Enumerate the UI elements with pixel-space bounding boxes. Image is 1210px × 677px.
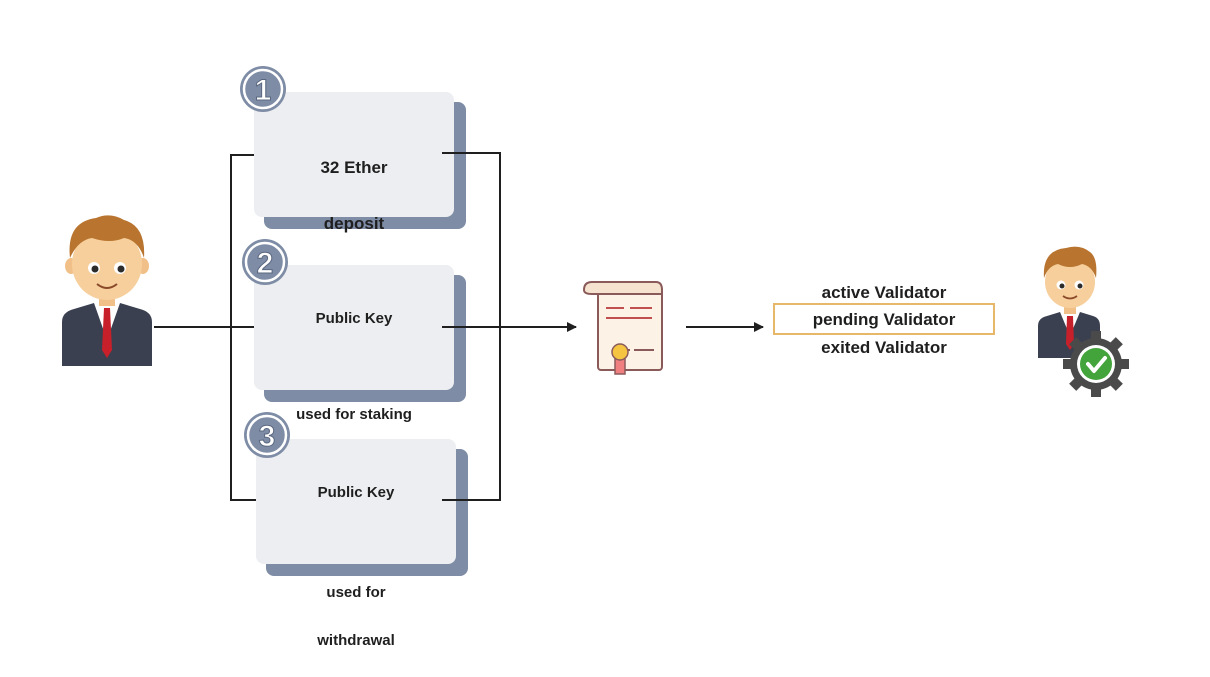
- status-exited: exited Validator: [821, 338, 947, 357]
- step-number-2: 2: [257, 247, 274, 280]
- step-badge-1: 1: [240, 66, 286, 112]
- step-2-line-2: [254, 355, 454, 379]
- step-number-1: 1: [255, 74, 272, 107]
- step-badge-2: 2: [242, 239, 288, 285]
- step-3-line-1: Public Key: [317, 484, 395, 501]
- step-2-text: Public Key used for staking: [254, 283, 454, 451]
- status-highlight: [773, 303, 995, 335]
- step-3-text: Public Key used for withdrawal: [256, 457, 456, 677]
- step-1-text: 32 Ether deposit: [254, 126, 454, 266]
- verified-validator-icon: [1038, 246, 1129, 397]
- step-3-line-2: [256, 529, 456, 557]
- status-active: active Validator: [821, 283, 947, 302]
- certificate-scroll-icon: [582, 281, 663, 375]
- step-1-line-2: deposit: [323, 214, 385, 233]
- output-arrows: [442, 152, 764, 501]
- user-avatar-icon: [62, 215, 152, 366]
- check-icon: [1086, 356, 1107, 373]
- step-box-2: [254, 265, 466, 402]
- gear-icon: [1063, 331, 1129, 397]
- step-2-line-3: used for staking: [296, 406, 412, 423]
- step-number-3: 3: [259, 420, 276, 453]
- diagram-canvas: 1 2 3: [62, 66, 1129, 576]
- status-pending: pending Validator: [812, 310, 956, 329]
- step-box-1: [254, 92, 466, 229]
- validator-flow-diagram: 1 2 3: [62, 66, 1129, 649]
- step-1-line-1: 32 Ether: [320, 158, 388, 177]
- step-2-line-1: Public Key: [315, 310, 393, 327]
- step-badge-3: 3: [244, 412, 290, 458]
- step-3-line-3: used for: [326, 584, 386, 601]
- step-3-line-4: withdrawal: [317, 632, 395, 649]
- step-box-3: [256, 439, 468, 576]
